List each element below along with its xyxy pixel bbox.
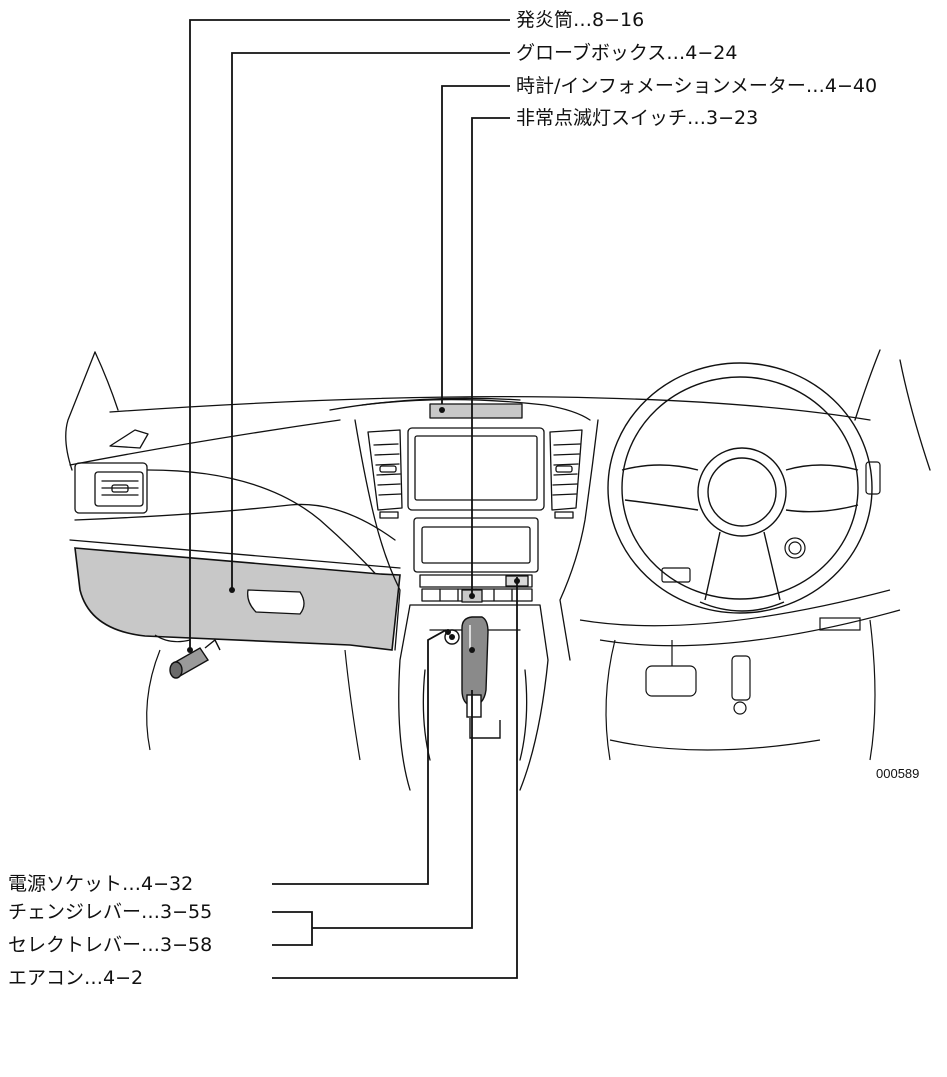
console-lower (398, 604, 549, 791)
right-panel-small (661, 567, 691, 583)
shift-lever-knob (461, 616, 489, 707)
left-a-pillar-inner (94, 351, 119, 411)
wheel-inner (621, 376, 859, 600)
center-screen-inner (414, 435, 538, 501)
small-tab-left (379, 511, 399, 519)
center-stack-outline (354, 419, 401, 651)
dash-top-edge-2 (69, 419, 341, 466)
right-footwell-2 (869, 619, 876, 761)
dash-top-edge (109, 395, 871, 421)
left-air-vent (74, 462, 148, 514)
dash-sweep-1 (74, 503, 396, 541)
leader-hazard (471, 117, 510, 594)
small-tab-right (554, 511, 574, 519)
right-dash-lower (579, 589, 891, 627)
flare-cap (169, 661, 183, 679)
left-vent-cover (109, 429, 149, 449)
flare-bracket (204, 638, 221, 651)
shift-lever-button (466, 694, 482, 718)
figure-id: 000589 (876, 766, 920, 781)
leader-lines (189, 19, 518, 979)
callout-flare: 発炎筒…8−16 (516, 9, 645, 31)
callout-power-socket: 電源ソケット…4−32 (8, 873, 194, 895)
leader-power-socket (272, 629, 447, 885)
left-footwell-1 (146, 649, 161, 751)
leader-select-join (312, 690, 473, 929)
audio-unit-inner (421, 526, 531, 564)
glovebox-highlight (74, 547, 401, 651)
right-lower-slot (819, 617, 861, 631)
leader-flare (189, 19, 510, 650)
wheel-spoke-bottom (704, 531, 781, 601)
dot-select-lever (469, 647, 475, 653)
emergency-flare (169, 638, 221, 679)
dot-power-socket (445, 629, 451, 635)
right-footwell-1 (605, 639, 616, 761)
right-footwell-3 (609, 739, 821, 751)
information-meter (429, 403, 523, 419)
climate-panel (419, 574, 533, 588)
glovebox-handle (247, 589, 305, 615)
center-screen (407, 427, 545, 511)
callout-aircon: エアコン…4−2 (8, 967, 144, 989)
leader-dots (187, 407, 520, 653)
left-footwell (146, 634, 361, 761)
callout-hazard-switch: 非常点滅灯スイッチ…3−23 (516, 107, 759, 129)
center-left-vent-knob (379, 465, 397, 473)
wheel-hub-inner (707, 457, 777, 527)
callout-change-lever: チェンジレバー…3−55 (8, 901, 213, 923)
accel-pedal-pivot (733, 701, 747, 715)
right-a-pillar (899, 359, 931, 471)
center-stack-outline-r (559, 419, 599, 661)
power-socket-inner (449, 634, 455, 640)
center-left-vent-louvers (373, 443, 402, 496)
right-a-pillar-inner (854, 349, 881, 421)
dot-meter (439, 407, 445, 413)
left-a-pillar (65, 351, 96, 471)
right-dash (579, 461, 901, 761)
accel-pedal (731, 655, 751, 701)
brake-pedal (645, 665, 697, 697)
leader-select-lever (272, 928, 313, 946)
ignition-switch-inner (788, 541, 802, 555)
left-vent-knob (111, 484, 129, 493)
center-right-vent-louvers (552, 443, 581, 496)
callout-select-lever: セレクトレバー…3−58 (8, 934, 213, 956)
dashboard-drawing (65, 349, 931, 591)
leader-change-lever (272, 911, 313, 928)
meter-hood-2 (361, 397, 521, 406)
dot-glovebox (229, 587, 235, 593)
callout-glovebox: グローブボックス…4−24 (516, 42, 738, 64)
wheel-spoke-right (785, 464, 859, 513)
dot-hazard (469, 593, 475, 599)
dash-sweep-3 (69, 539, 401, 569)
left-vent-louver (101, 480, 139, 496)
steering-wheel (607, 362, 873, 614)
callout-information-meter: 時計/インフォメーションメーター…4−40 (516, 75, 878, 97)
right-side-vent (865, 461, 881, 495)
shift-lever (461, 616, 501, 739)
wheel-outer (607, 362, 873, 614)
left-footwell-2 (344, 649, 361, 761)
leader-aircon (272, 577, 518, 979)
shift-gate (469, 718, 501, 739)
left-air-vent-inner (94, 471, 144, 507)
dot-flare (187, 647, 193, 653)
ignition-switch (784, 537, 806, 559)
wheel-hub (697, 447, 787, 537)
center-right-vent (549, 429, 583, 511)
wheel-spoke-left (621, 464, 699, 511)
center-left-vent (367, 429, 403, 511)
center-right-vent-knob (555, 465, 573, 473)
dash-sweep-2 (147, 469, 391, 591)
wheel-column (699, 601, 785, 612)
left-footwell-3 (154, 634, 191, 643)
dot-aircon (514, 578, 520, 584)
right-dash-lower-2 (599, 609, 901, 647)
audio-unit (413, 517, 539, 573)
leader-glovebox (231, 52, 510, 590)
leader-meter (441, 85, 510, 404)
